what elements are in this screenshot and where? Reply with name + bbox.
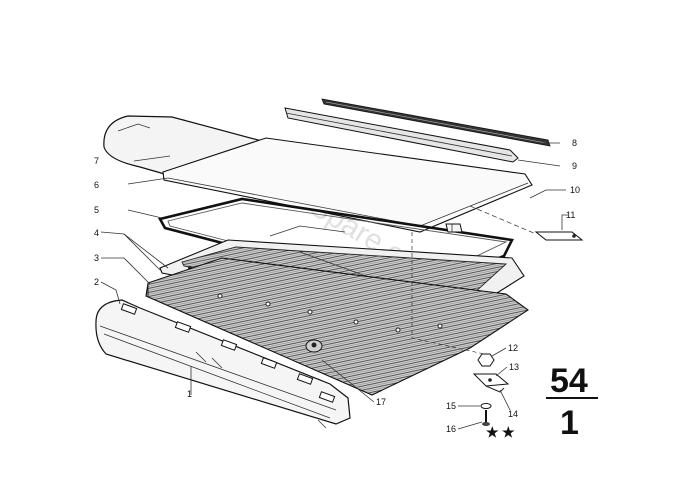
- group-sub: 1: [560, 404, 579, 442]
- part-16-screw: [482, 410, 490, 426]
- callout-17: 17: [376, 397, 386, 407]
- callout-1: 1: [187, 389, 192, 399]
- svg-text:★: ★: [486, 424, 499, 440]
- part-10-bracket: [445, 223, 463, 233]
- part-13-bracket-plate: [472, 373, 510, 393]
- callout-16: 16: [446, 424, 456, 434]
- svg-text:★: ★: [502, 424, 515, 440]
- group-main: 54: [550, 362, 588, 400]
- guide-line: [411, 232, 485, 355]
- part-1-wind-deflector: [95, 299, 351, 429]
- callout-11: 11: [566, 210, 575, 220]
- part-17-clip: [305, 339, 323, 353]
- part-2-deflector-brackets: [120, 303, 336, 403]
- part-3-headliner: [145, 257, 529, 396]
- part-15-washer: [480, 403, 492, 409]
- callout-3: 3: [94, 253, 99, 263]
- callout-9: 9: [572, 161, 577, 171]
- callout-6: 6: [94, 180, 99, 190]
- callout-5: 5: [94, 205, 99, 215]
- part-12-nut: [477, 353, 495, 367]
- callout-8: 8: [572, 138, 577, 148]
- callout-2: 2: [94, 277, 99, 287]
- callout-4: 4: [94, 228, 99, 238]
- star-icon: ★ ★: [486, 424, 515, 440]
- callout-labels: 1 2 3 4 5 6 7 8 9 10 11 12 13 14 15 16 1…: [94, 138, 580, 434]
- part-9-guide-rail: [284, 107, 519, 163]
- group-number: 54 1: [546, 362, 598, 442]
- callout-15: 15: [446, 401, 456, 411]
- part-11-plate: [469, 205, 584, 241]
- callout-14: 14: [508, 409, 518, 419]
- part-8-seal-strip: [321, 98, 551, 147]
- callout-12: 12: [508, 343, 518, 353]
- callout-10: 10: [570, 185, 580, 195]
- callout-7: 7: [94, 156, 99, 166]
- leader-lines: [100, 142, 568, 430]
- callout-13: 13: [509, 362, 519, 372]
